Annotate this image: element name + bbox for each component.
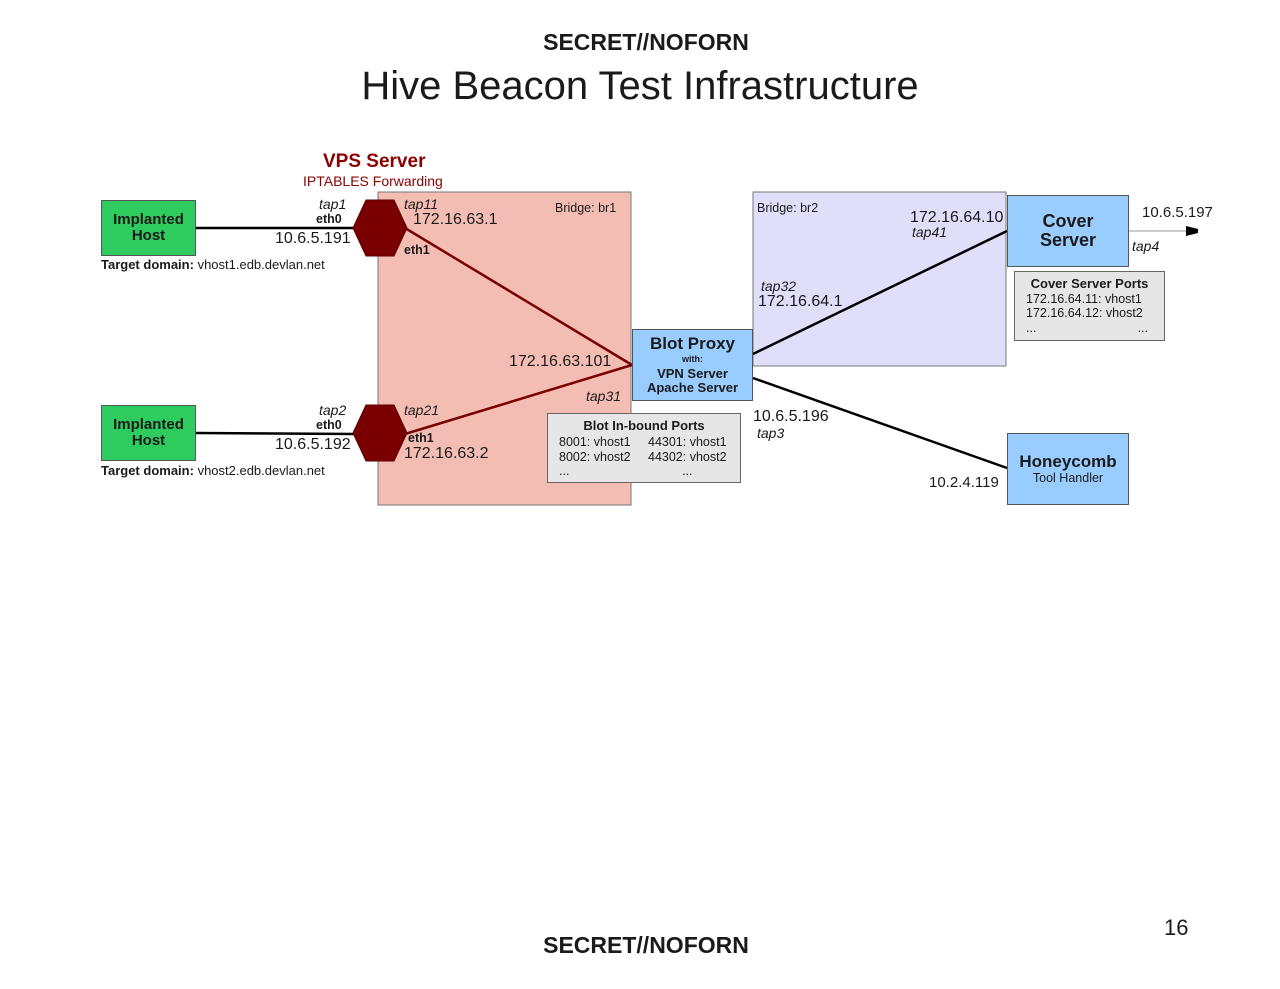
blot-ports-title: Blot In-bound Ports [583,418,705,433]
cover-server-label-line2: Server [1039,230,1097,250]
blot-br2-ip-label: 172.16.64.1 [758,293,843,310]
vps1-tap-label: tap11 [404,196,438,212]
blot-port-row: ... [559,464,570,478]
vps-router-hexagon-1 [352,199,408,257]
bottom-classification-banner: SECRET//NOFORN [543,932,749,958]
slide-title: Hive Beacon Test Infrastructure [361,64,919,108]
vps-server-subtitle: IPTABLES Forwarding [303,173,443,189]
vps-server-title: VPS Server [323,151,426,172]
target-domain-1-label: Target domain: [101,257,194,272]
blot-port-row: 44302: vhost2 [648,449,727,464]
implanted-host-2-label-line2: Host [131,432,166,449]
top-classification-banner: SECRET//NOFORN [543,29,749,55]
blot-port-row: ... [682,464,693,478]
cover-server-label-line1: Cover [1042,211,1094,232]
honeycomb-subtitle: Tool Handler [1032,471,1104,486]
blot-port-row: 44301: vhost1 [648,435,727,449]
cover-server-node: Cover Server [1007,195,1129,267]
blot-proxy-title: Blot Proxy [649,334,736,354]
host1-tap-label: tap1 [319,196,347,212]
blot-br1-ip-label: 172.16.63.101 [509,353,612,370]
blot-br1-tap-label: tap31 [586,388,622,404]
cover-ports-ellipsis-row: ... ... [1015,321,1164,335]
blot-proxy-vpn-server: VPN Server [657,365,728,381]
cover-in-ip-label: 172.16.64.10 [910,209,1004,226]
implanted-host-1-label-line2: Host [131,227,166,244]
blot-out-ip-label: 10.6.5.196 [753,408,829,425]
link-blot-cover [752,229,1008,356]
blot-proxy-node: Blot Proxy with: VPN Server Apache Serve… [632,329,753,401]
cover-ports-title: Cover Server Ports [1030,276,1149,291]
implanted-host-1: Implanted Host [101,200,196,256]
target-domain-2-label: Target domain: [101,463,194,478]
bridge-br2-area [752,191,1007,367]
cover-server-ports-box: Cover Server Ports 172.16.64.11: vhost1 … [1014,271,1165,341]
host1-eth-label: eth0 [316,212,342,226]
implanted-host-2-label-line1: Implanted [113,416,184,434]
blot-proxy-apache-server: Apache Server [646,380,739,396]
target-domain-2-value: vhost2.edb.devlan.net [197,463,325,478]
host2-tap-label: tap2 [319,402,347,418]
vps2-tap-label: tap21 [404,402,440,418]
cover-in-tap-label: tap41 [912,224,948,240]
vps1-ip-label: 172.16.63.1 [413,211,498,228]
vps-router-hexagon-2 [352,404,408,462]
blot-ports-col2: 44301: vhost1 44302: vhost2 ... [648,435,727,479]
vps2-eth-label: eth1 [408,431,434,445]
honeycomb-node: Honeycomb Tool Handler [1007,433,1129,505]
host2-eth-label: eth0 [316,418,342,432]
target-domain-2: Target domain: vhost2.edb.devlan.net [101,463,325,478]
blot-port-row: 8001: vhost1 [559,435,631,449]
cover-out-tap-label: tap4 [1132,238,1160,254]
honeycomb-title: Honeycomb [1019,451,1117,471]
vps2-ip-label: 172.16.63.2 [404,445,489,462]
implanted-host-2: Implanted Host [101,405,196,461]
host1-ip-label: 10.6.5.191 [275,230,351,247]
cover-ports-ellipsis-right: ... [1137,320,1148,335]
page-number: 16 [1164,915,1189,940]
vps1-eth-label: eth1 [404,243,430,257]
blot-br2-tap-label: tap32 [761,278,797,294]
blot-port-row: 8002: vhost2 [559,449,631,464]
blot-inbound-ports-box: Blot In-bound Ports 8001: vhost1 8002: v… [547,413,741,483]
link-blot-honeycomb [752,376,1008,470]
target-domain-1: Target domain: vhost1.edb.devlan.net [101,257,325,272]
cover-out-ip-label: 10.6.5.197 [1142,204,1213,221]
cover-port-row: 172.16.64.12: vhost2 [1026,306,1143,320]
bridge-br2-label: Bridge: br2 [757,201,819,215]
blot-proxy-with: with: [682,354,703,365]
target-domain-1-value: vhost1.edb.devlan.net [197,257,325,272]
link-vps1-blot [404,226,633,367]
blot-out-tap-label: tap3 [757,425,785,441]
honeycomb-ip-label: 10.2.4.119 [929,474,999,491]
cover-ports-ellipsis-left: ... [1026,320,1037,335]
bridge-br1-label: Bridge: br1 [555,201,617,215]
cover-port-row: 172.16.64.11: vhost1 [1026,291,1142,306]
link-host2-vps [195,431,356,436]
implanted-host-1-label-line1: Implanted [113,211,184,229]
host2-ip-label: 10.6.5.192 [275,436,351,453]
link-vps2-blot [404,363,633,436]
blot-ports-col1: 8001: vhost1 8002: vhost2 ... [559,435,631,479]
